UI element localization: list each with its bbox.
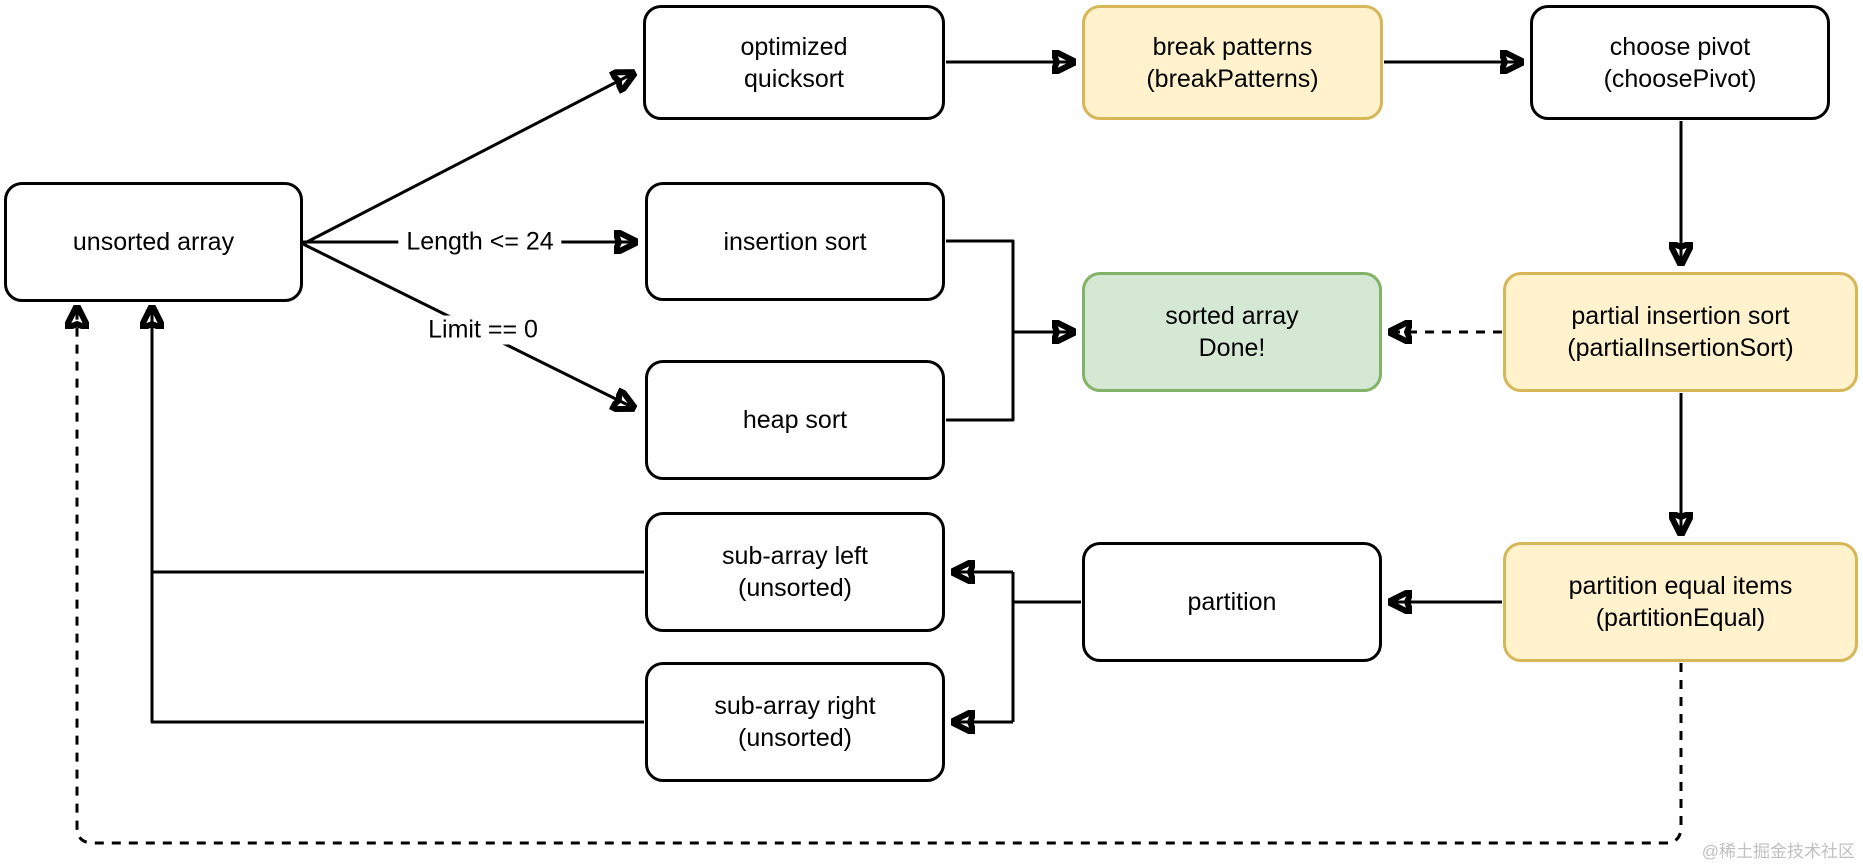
node-sorted-array: sorted array Done! [1082, 272, 1382, 392]
node-heap-sort: heap sort [645, 360, 945, 480]
node-partition: partition [1082, 542, 1382, 662]
node-partition-equal: partition equal items (partitionEqual) [1503, 542, 1858, 662]
edge-unsorted-to-optimized-quicksort [302, 73, 634, 246]
node-break-patterns: break patterns (breakPatterns) [1082, 5, 1383, 120]
edge-partition-split [1011, 572, 1081, 722]
node-partial-insertion-sort: partial insertion sort (partialInsertion… [1503, 272, 1858, 392]
node-unsorted-array: unsorted array [4, 182, 303, 302]
edge-partition-equal-feedback-dashed [77, 307, 1683, 845]
edge-insertion-heap-merge [946, 239, 1015, 422]
node-choose-pivot: choose pivot (choosePivot) [1530, 5, 1830, 120]
edge-sub-array-feedback-to-unsorted [152, 307, 644, 724]
edge-label-limit-condition: Limit == 0 [420, 315, 546, 345]
node-optimized-quicksort: optimized quicksort [643, 5, 945, 120]
watermark: @稀土掘金技术社区 [1701, 842, 1855, 861]
node-sub-array-left: sub-array left (unsorted) [645, 512, 945, 632]
edge-label-length-condition: Length <= 24 [398, 227, 562, 257]
node-insertion-sort: insertion sort [645, 182, 945, 301]
node-sub-array-right: sub-array right (unsorted) [645, 662, 945, 782]
